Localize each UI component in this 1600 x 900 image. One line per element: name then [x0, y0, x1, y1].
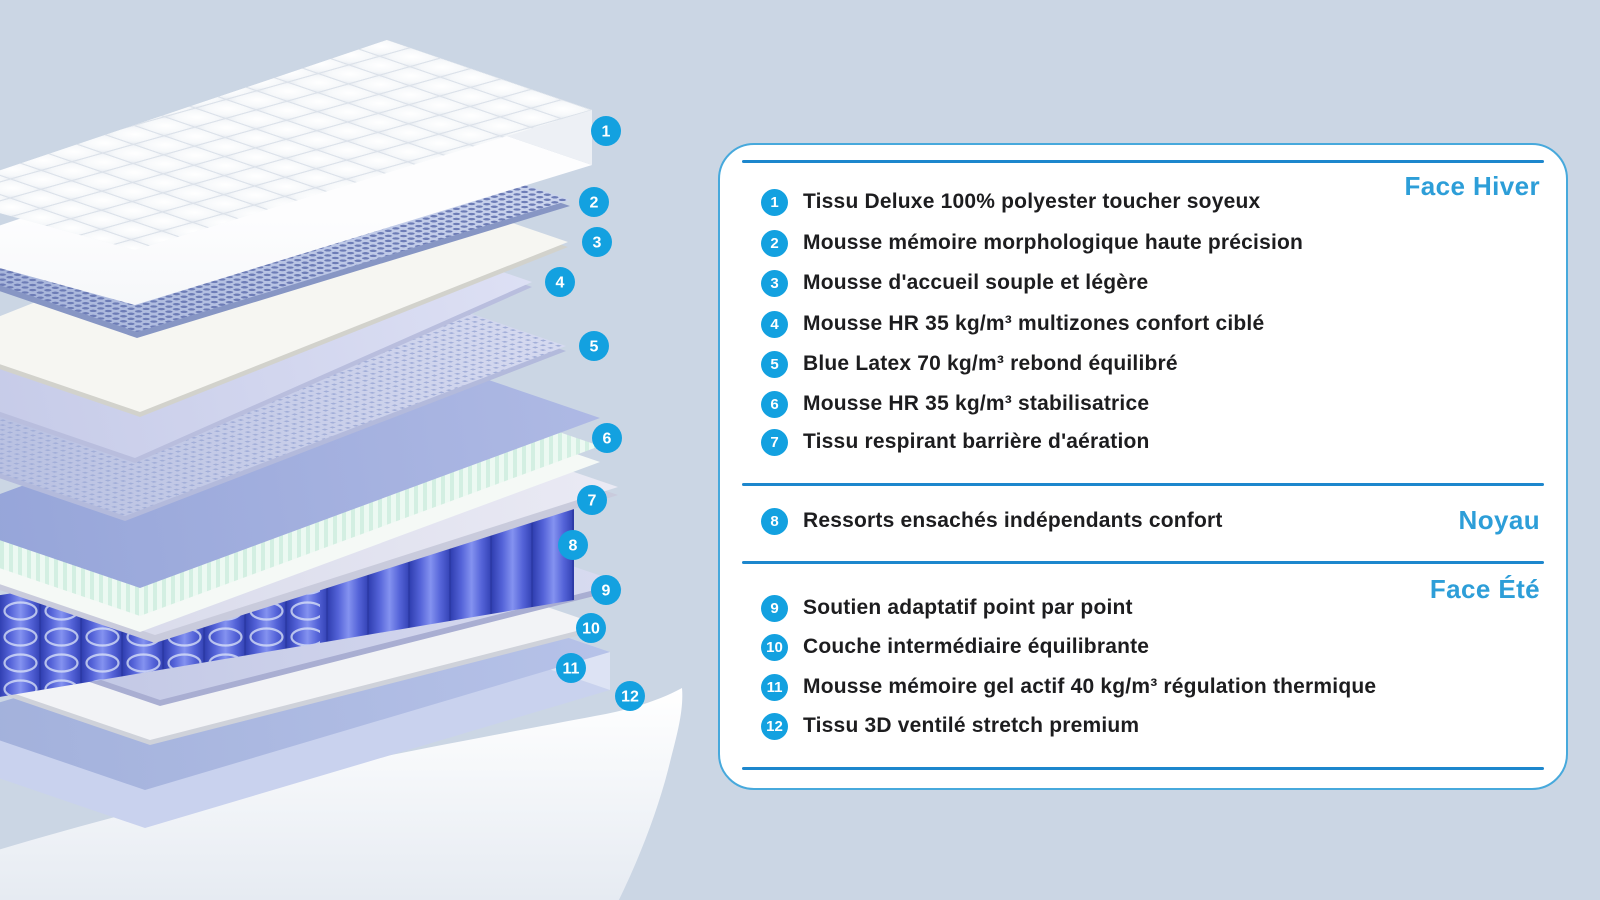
- divider-face-ete: [742, 561, 1544, 564]
- item-number-badge: 4: [761, 310, 788, 338]
- divider-noyau: [742, 483, 1544, 486]
- svg-text:3: 3: [593, 235, 602, 252]
- layer-6-mousse-hr: [0, 348, 600, 632]
- svg-text:8: 8: [569, 538, 578, 555]
- layer-badge-5: 5: [579, 331, 609, 361]
- legend-item-1: 1 Tissu Deluxe 100% polyester toucher soy…: [761, 188, 1260, 216]
- legend-item-9: 9 Soutien adaptatif point par point: [761, 594, 1133, 622]
- layer-1-tissu-deluxe: [0, 40, 592, 305]
- item-label: Mousse d'accueil souple et légère: [803, 271, 1149, 294]
- item-label: Tissu 3D ventilé stretch premium: [803, 714, 1140, 737]
- svg-text:1: 1: [602, 124, 611, 141]
- item-label: Couche intermédiaire équilibrante: [803, 635, 1150, 658]
- legend-item-5: 5 Blue Latex 70 kg/m³ rebond équilibré: [761, 350, 1178, 378]
- layer-badge-8: 8: [558, 530, 588, 560]
- item-label: Soutien adaptatif point par point: [803, 596, 1133, 619]
- item-label: Mousse HR 35 kg/m³ stabilisatrice: [803, 392, 1150, 415]
- item-number-badge: 2: [761, 229, 788, 257]
- layer-badge-12: 12: [615, 681, 645, 711]
- svg-text:11: 11: [563, 661, 580, 678]
- item-number-badge: 5: [761, 350, 788, 378]
- layer-badge-4: 4: [545, 267, 575, 297]
- layer-badge-2: 2: [579, 187, 609, 217]
- svg-text:4: 4: [556, 275, 565, 292]
- svg-text:6: 6: [603, 431, 612, 448]
- legend-panel: Face Hiver 1 Tissu Deluxe 100% polyester …: [718, 143, 1568, 790]
- item-number-badge: 1: [761, 188, 788, 216]
- layer-badge-6: 6: [592, 423, 622, 453]
- item-label: Blue Latex 70 kg/m³ rebond équilibré: [803, 352, 1178, 375]
- legend-item-2: 2 Mousse mémoire morphologique haute préc…: [761, 229, 1303, 257]
- item-number-badge: 9: [761, 594, 788, 622]
- diagram-badges: 1 2 3 4 5 6 7 8 9 10 11 12: [545, 116, 645, 711]
- item-number-badge: 11: [761, 673, 788, 701]
- layer-badge-11: 11: [556, 653, 586, 683]
- item-label: Mousse mémoire morphologique haute préci…: [803, 231, 1304, 254]
- layer-badge-10: 10: [576, 613, 606, 643]
- legend-item-6: 6 Mousse HR 35 kg/m³ stabilisatrice: [761, 390, 1149, 418]
- svg-text:2: 2: [590, 195, 599, 212]
- item-label: Tissu Deluxe 100% polyester toucher soye…: [803, 190, 1261, 213]
- legend-item-4: 4 Mousse HR 35 kg/m³ multizones confort c…: [761, 310, 1264, 338]
- item-label: Tissu respirant barrière d'aération: [803, 430, 1150, 453]
- item-number-badge: 8: [761, 507, 788, 535]
- item-number-badge: 6: [761, 390, 788, 418]
- item-number-badge: 3: [761, 269, 788, 297]
- legend-item-11: 11 Mousse mémoire gel actif 40 kg/m³ régu…: [761, 673, 1376, 701]
- item-number-badge: 7: [761, 428, 788, 456]
- legend-item-12: 12 Tissu 3D ventilé stretch premium: [761, 712, 1139, 740]
- legend-item-7: 7 Tissu respirant barrière d'aération: [761, 428, 1150, 456]
- layer-badge-9: 9: [591, 575, 621, 605]
- mattress-diagram: 1 2 3 4 5 6 7 8 9 10 11 12: [0, 0, 700, 900]
- section-title-face-hiver: Face Hiver: [1404, 171, 1540, 201]
- divider-bottom: [742, 767, 1544, 770]
- legend-item-8: 8 Ressorts ensachés indépendants confort: [761, 507, 1223, 535]
- item-number-badge: 10: [761, 633, 788, 661]
- legend-item-3: 3 Mousse d'accueil souple et légère: [761, 269, 1148, 297]
- legend-item-10: 10 Couche intermédiaire équilibrante: [761, 633, 1149, 661]
- layer-12-tissu-3d: [0, 688, 683, 900]
- svg-text:12: 12: [621, 689, 639, 706]
- section-title-noyau: Noyau: [1458, 505, 1540, 535]
- svg-text:10: 10: [582, 621, 600, 638]
- svg-text:5: 5: [590, 339, 599, 356]
- layer-badge-7: 7: [577, 485, 607, 515]
- item-label: Mousse mémoire gel actif 40 kg/m³ régula…: [803, 675, 1377, 698]
- layer-badge-1: 1: [591, 116, 621, 146]
- section-title-face-ete: Face Été: [1429, 574, 1540, 604]
- layer-badge-3: 3: [582, 227, 612, 257]
- item-label: Mousse HR 35 kg/m³ multizones confort ci…: [803, 312, 1265, 335]
- item-number-badge: 12: [761, 712, 788, 740]
- mattress-diagram-svg: 1 2 3 4 5 6 7 8 9 10 11 12: [0, 40, 683, 900]
- svg-text:9: 9: [602, 583, 611, 600]
- svg-text:7: 7: [588, 493, 597, 510]
- item-label: Ressorts ensachés indépendants confort: [803, 509, 1223, 532]
- divider-top: [742, 160, 1544, 163]
